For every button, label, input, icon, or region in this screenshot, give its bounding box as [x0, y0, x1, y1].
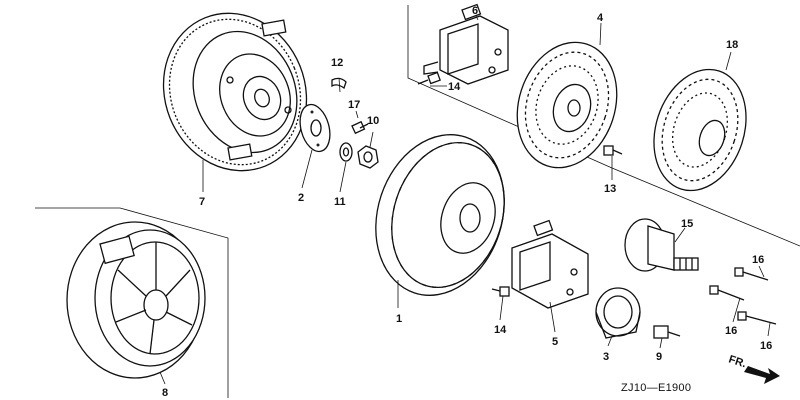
- second-disc-part: [653, 68, 747, 192]
- front-direction-indicator: FR.: [727, 353, 780, 384]
- callout-17: 17: [348, 99, 360, 111]
- callout-18: 18: [726, 39, 738, 51]
- drawing-code: ZJ10—E1900: [621, 382, 691, 394]
- cup-part: [595, 287, 641, 339]
- front-arrow-icon: [744, 366, 780, 384]
- callout-1: 1: [396, 313, 402, 325]
- pulley-hub-part: [624, 218, 699, 272]
- callout-labels: 1 2 3 4 5 6 7 8 9 10 11 12 13 14 14 15 1…: [162, 5, 772, 399]
- lower-bracket-part: [511, 219, 589, 309]
- callout-12: 12: [331, 57, 343, 69]
- upper-screw-part: [417, 71, 441, 85]
- flywheel-part: [162, 12, 308, 172]
- callout-13: 13: [604, 183, 616, 195]
- lower-screw-part: [491, 286, 510, 297]
- cooling-disc-part: [516, 41, 618, 169]
- callout-15: 15: [681, 218, 693, 230]
- nut-part: [357, 145, 379, 169]
- leader-lines: [159, 15, 771, 385]
- callout-16-middle: 16: [725, 325, 737, 337]
- callout-14-lower: 14: [494, 324, 507, 336]
- callout-10: 10: [367, 115, 379, 127]
- callout-4: 4: [597, 12, 604, 24]
- flange-bolt-part: [653, 325, 681, 339]
- callout-11: 11: [334, 196, 346, 208]
- callout-8: 8: [162, 387, 168, 399]
- callout-6: 6: [472, 5, 478, 17]
- large-wheel-part: [66, 221, 206, 379]
- callout-16-bottom: 16: [760, 340, 772, 352]
- callout-2: 2: [298, 192, 304, 204]
- cooling-fan-part: [375, 134, 505, 296]
- callout-5: 5: [552, 336, 558, 348]
- front-label: FR.: [727, 353, 748, 370]
- callout-7: 7: [199, 196, 205, 208]
- disc-screw-part: [603, 145, 623, 156]
- callout-16-top: 16: [752, 254, 764, 266]
- long-bolts-part: [709, 267, 777, 325]
- callout-14-upper: 14: [448, 81, 461, 93]
- washer-plate-part: [299, 103, 331, 153]
- upper-bracket-part: [423, 3, 509, 85]
- washer-part: [339, 142, 353, 162]
- small-bolt-part: [351, 120, 369, 135]
- frame-lines: [35, 5, 800, 398]
- callout-9: 9: [656, 351, 662, 363]
- callout-3: 3: [603, 351, 609, 363]
